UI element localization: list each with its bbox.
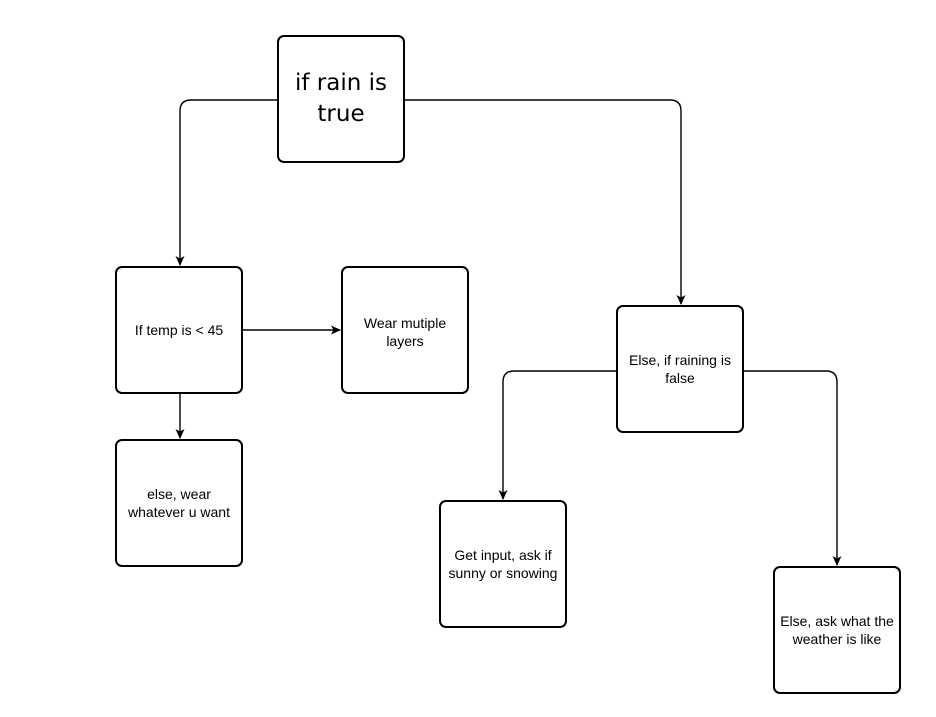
node-ask-weather-label: Else, ask what the weather is like	[780, 613, 894, 647]
edge-rain-true-to-rain-false	[405, 99, 686, 305]
node-rain-true: if rain is true	[277, 35, 405, 163]
node-sunny-snowing: Get input, ask if sunny or snowing	[439, 500, 567, 628]
node-temp-check: If temp is < 45	[115, 266, 243, 394]
node-wear-whatever-label: else, wear whatever u want	[128, 486, 230, 520]
edge-rain-true-to-temp-check	[175, 99, 277, 266]
node-ask-weather: Else, ask what the weather is like	[773, 566, 901, 694]
node-wear-layers: Wear mutiple layers	[341, 266, 469, 394]
edge-rain-false-to-sunny-snowing	[498, 370, 616, 500]
node-rain-false: Else, if raining is false	[616, 305, 744, 433]
node-wear-layers-label: Wear mutiple layers	[363, 315, 447, 349]
edge-rain-false-to-ask-weather	[744, 370, 842, 566]
node-sunny-snowing-label: Get input, ask if sunny or snowing	[448, 547, 558, 581]
node-rain-false-label: Else, if raining is false	[629, 352, 731, 386]
node-wear-whatever: else, wear whatever u want	[115, 439, 243, 567]
node-rain-true-label: if rain is true	[295, 70, 387, 127]
node-temp-check-label: If temp is < 45	[134, 322, 224, 338]
